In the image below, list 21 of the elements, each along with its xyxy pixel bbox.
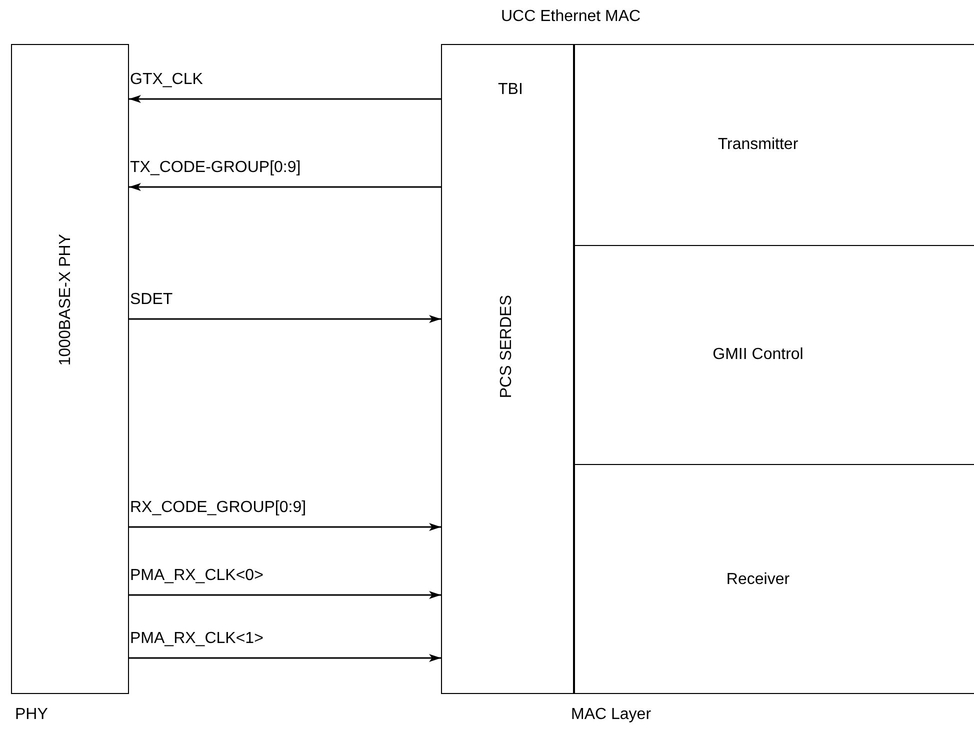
arrow	[129, 654, 441, 662]
arrow	[129, 315, 441, 323]
signal-label: RX_CODE_GROUP[0:9]	[130, 499, 306, 517]
block-label: 1000BASE-X PHY	[57, 234, 75, 366]
block-title: UCC Ethernet MAC	[501, 8, 641, 26]
function-block: Receiver	[574, 464, 974, 694]
signal-label: PMA_RX_CLK<0>	[130, 567, 264, 585]
arrow	[129, 95, 441, 103]
block-caption: MAC Layer	[571, 706, 652, 724]
block-caption: PHY	[15, 706, 48, 724]
function-block: GMII Control	[574, 245, 974, 464]
block-label: PCS SERDES	[498, 295, 516, 398]
signal-label: PMA_RX_CLK<1>	[130, 630, 264, 648]
signal-label: SDET	[130, 291, 173, 309]
arrow	[129, 183, 441, 191]
signal-label: TX_CODE-GROUP[0:9]	[130, 159, 301, 177]
arrow	[129, 591, 441, 599]
signal-label: GTX_CLK	[130, 71, 203, 89]
interface-label: TBI	[498, 81, 523, 99]
function-block: Transmitter	[574, 44, 974, 245]
arrow	[129, 523, 441, 531]
